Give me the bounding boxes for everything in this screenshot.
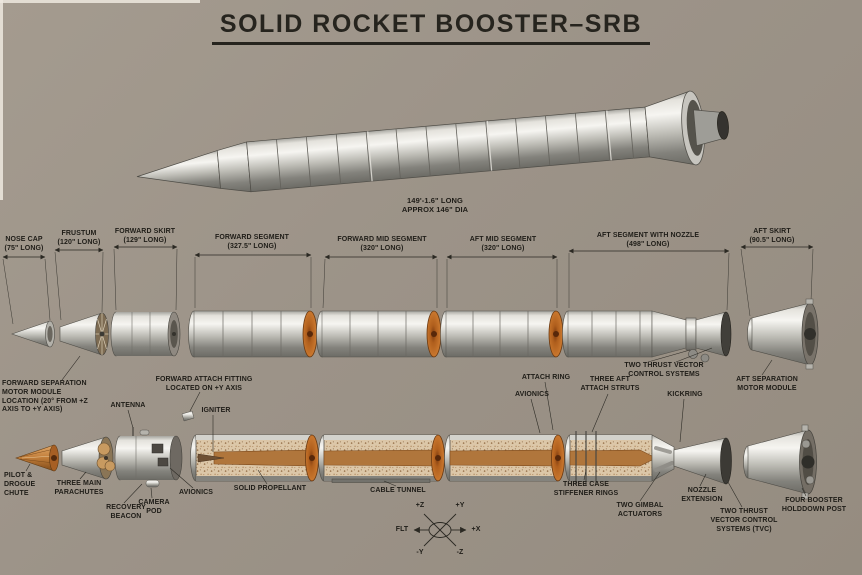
axis-indicator	[413, 513, 467, 547]
frustum-drawing	[59, 312, 109, 356]
axis-label-flt: FLT	[395, 526, 409, 533]
segment-dim: (90.5" LONG)	[749, 236, 795, 244]
segment-dim: (129" LONG)	[123, 236, 167, 244]
three-main-parachutes-drawing	[61, 436, 116, 480]
segment-name: AFT MID SEGMENT	[469, 236, 537, 243]
forward-segment-cutaway-drawing	[190, 434, 319, 482]
aft-mid-segment-drawing	[440, 310, 564, 358]
exploded-row	[11, 298, 819, 370]
segment-dim: (320" LONG)	[481, 244, 525, 252]
label-forward-separation-motor-module: FORWARD SEPARATION MOTOR MODULE LOCATION…	[2, 380, 88, 414]
segment-name: FORWARD MID SEGMENT	[337, 236, 427, 243]
poster-edge-top	[0, 0, 200, 3]
label-forward-attach-fitting: FORWARD ATTACH FITTING LOCATED ON +Y AXI…	[155, 376, 253, 392]
label-forward-skirt: FORWARD SKIRT (129" LONG)	[112, 228, 178, 246]
label-attach-ring: ATTACH RING	[521, 374, 571, 381]
label-cable-tunnel: CABLE TUNNEL	[370, 487, 426, 494]
label-aft-skirt: AFT SKIRT (90.5" LONG)	[736, 228, 808, 246]
label-solid-propellant: SOLID PROPELLANT	[233, 485, 307, 492]
forward-mid-segment-drawing	[316, 310, 442, 358]
label-avionics-aft: AVIONICS	[514, 391, 550, 398]
label-camera-pod: CAMERA POD	[138, 499, 170, 515]
axis-label-plus-y: +Y	[455, 502, 465, 509]
assembled-booster-drawing	[136, 90, 729, 193]
forward-mid-cutaway-drawing	[318, 434, 445, 483]
pilot-drogue-chute-drawing	[15, 444, 59, 472]
aft-skirt-drawing	[747, 298, 819, 370]
forward-attach-fitting-drawing	[181, 410, 195, 422]
label-forward-mid-segment: FORWARD MID SEGMENT (320" LONG)	[326, 236, 438, 254]
segment-name: NOSE CAP	[5, 236, 43, 243]
aft-skirt-cutaway-drawing	[743, 424, 817, 500]
title-block: SOLID ROCKET BOOSTER–SRB	[0, 10, 862, 45]
label-recovery-beacon: RECOVERY BEACON	[106, 504, 146, 520]
label-aft-separation-motor-module: AFT SEPARATION MOTOR MODULE	[736, 376, 798, 392]
segment-name: AFT SEGMENT WITH NOZZLE	[596, 232, 700, 239]
segment-name: FORWARD SKIRT	[114, 228, 176, 235]
cutaway-row	[15, 410, 817, 500]
segment-name: FORWARD SEGMENT	[214, 234, 290, 241]
label-nozzle-extension: NOZZLE EXTENSION	[681, 487, 723, 503]
label-nose-cap: NOSE CAP (75" LONG)	[0, 236, 48, 254]
overall-diameter: APPROX 146" DIA	[401, 205, 469, 215]
nose-cap-drawing	[11, 320, 55, 348]
label-two-gimbal-actuators: TWO GIMBAL ACTUATORS	[616, 502, 664, 518]
segment-dim: (320" LONG)	[360, 244, 404, 252]
aft-mid-cutaway-drawing	[444, 434, 565, 482]
label-two-tvc-systems-tvc: TWO THRUST VECTOR CONTROL SYSTEMS (TVC)	[710, 508, 778, 533]
label-antenna: ANTENNA	[110, 402, 146, 409]
forward-skirt-drawing	[110, 311, 181, 357]
overall-length: 149'-1.6" LONG	[407, 196, 463, 205]
label-igniter: IGNITER	[201, 407, 231, 414]
dimension-drop-lines	[2, 248, 814, 325]
case-joint-lines	[276, 108, 634, 190]
segment-name: FRUSTUM	[61, 230, 97, 237]
forward-skirt-cutaway-drawing	[114, 427, 183, 488]
label-three-case-stiffener-rings: THREE CASE STIFFENER RINGS	[553, 481, 619, 497]
segment-dim: (327.5" LONG)	[227, 242, 277, 250]
axis-label-plus-x: +X	[471, 526, 481, 533]
label-aft-segment-with-nozzle: AFT SEGMENT WITH NOZZLE (498" LONG)	[578, 232, 718, 250]
label-aft-mid-segment: AFT MID SEGMENT (320" LONG)	[450, 236, 556, 254]
dimension-lines	[2, 244, 814, 260]
axis-label-minus-z: -Z	[456, 549, 464, 556]
axis-label-plus-z: +Z	[415, 502, 425, 509]
aft-segment-with-nozzle-drawing	[562, 310, 732, 363]
label-four-booster-holddown-post: FOUR BOOSTER HOLDDOWN POST	[781, 497, 847, 513]
label-pilot-drogue-chute: PILOT & DROGUE CHUTE	[4, 472, 36, 497]
forward-segment-drawing	[188, 310, 318, 358]
segment-dim: (75" LONG)	[4, 244, 44, 252]
label-avionics-forward: AVIONICS	[178, 489, 214, 496]
segment-dim: (120" LONG)	[57, 238, 101, 246]
page-title: SOLID ROCKET BOOSTER–SRB	[211, 10, 651, 45]
segment-dim: (498" LONG)	[626, 240, 670, 248]
aft-segment-cutaway-drawing	[564, 431, 732, 485]
label-frustum: FRUSTUM (120" LONG)	[52, 230, 106, 248]
label-three-aft-attach-struts: THREE AFT ATTACH STRUTS	[580, 376, 640, 392]
axis-label-minus-y: -Y	[416, 549, 424, 556]
leader-lines	[25, 347, 807, 508]
label-kickring: KICKRING	[667, 391, 703, 398]
field-joint-highlights	[367, 110, 612, 182]
poster-edge-left	[0, 0, 3, 200]
label-overall-dimensions: 149'-1.6" LONG APPROX 146" DIA	[355, 196, 515, 215]
label-two-thrust-vector-control-systems: TWO THRUST VECTOR CONTROL SYSTEMS	[624, 362, 704, 378]
segment-name: AFT SKIRT	[753, 228, 791, 235]
label-three-main-parachutes: THREE MAIN PARACHUTES	[54, 480, 104, 496]
label-forward-segment: FORWARD SEGMENT (327.5" LONG)	[198, 234, 306, 252]
